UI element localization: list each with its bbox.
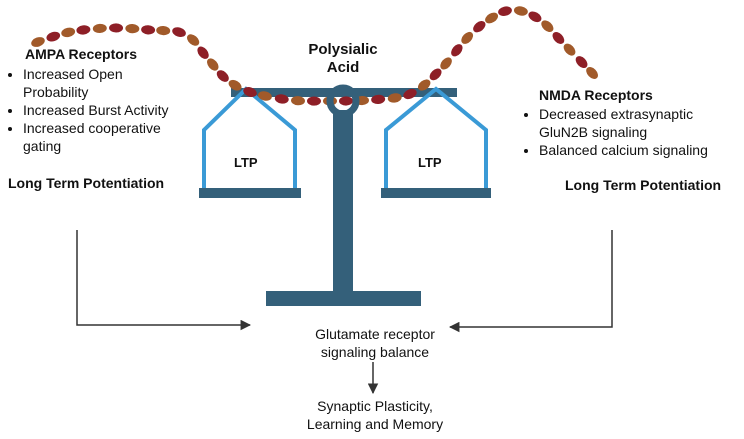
sugar-bead [125,24,140,34]
sugar-bead [172,27,186,37]
pivot-ring [326,84,360,118]
right-pan-frame [384,86,488,192]
nmda-bullet-2: Balanced calcium signaling [539,141,744,159]
sugar-bead [46,31,61,42]
nmda-title: NMDA Receptors [539,87,653,103]
sugar-bead [156,25,171,36]
polysialic-acid-chain [31,6,598,106]
sugar-bead [541,20,554,33]
balance-label: Glutamate receptor signaling balance [265,325,485,361]
sugar-bead [473,20,486,33]
outcome-label-line2: Learning and Memory [306,416,444,432]
sugar-bead [274,94,289,104]
sugar-bead [109,23,124,33]
left-pan-frame [202,86,297,192]
sugar-bead [451,44,463,57]
sugar-bead [552,31,565,44]
sugar-bead [563,43,576,56]
left-arrow [76,230,252,331]
right-pan-base [381,188,491,198]
sugar-bead [440,57,452,70]
sugar-bead [339,96,353,106]
scale-post [333,110,353,300]
left-pan-base [199,188,301,198]
sugar-bead [586,67,598,79]
balance-label-line1: Glutamate receptor [315,326,435,342]
sugar-bead [141,25,156,35]
sugar-bead [485,12,499,24]
sugar-bead [92,23,107,34]
sugar-bead [61,27,76,38]
center-label-line1: Polysialic [308,41,378,58]
sugar-bead [307,96,321,106]
sugar-bead [216,70,229,82]
right-arrow [448,230,613,333]
ampa-bullet-2: Increased Burst Activity [23,101,183,119]
sugar-bead [513,6,528,16]
left-footer-label: Long Term Potentiation [8,175,165,191]
balance-label-line2: signaling balance [320,344,430,360]
center-label-line2: Acid [326,59,360,76]
outcome-label: Synaptic Plasticity, Learning and Memory [255,397,495,433]
scale-beam [231,88,457,97]
sugar-bead [291,96,305,106]
sugar-bead [461,31,474,44]
sugar-bead [403,88,417,100]
sugar-bead [417,79,431,91]
ampa-bullet-3: Increased cooperative gating [23,119,183,155]
outcome-label-line1: Synaptic Plasticity, [317,398,433,414]
sugar-bead [258,91,272,101]
sugar-bead [228,79,242,91]
sugar-bead [187,34,200,46]
sugar-bead [76,25,91,35]
sugar-bead [197,46,209,59]
sugar-bead [243,87,257,97]
nmda-bullet-1: Decreased extrasynaptic GluN2B signaling [539,105,729,141]
ampa-bullet-list: Increased Open Probability Increased Bur… [3,65,183,155]
right-footer-label: Long Term Potentiation [565,177,722,193]
sugar-bead [31,37,45,47]
left-pan-label: LTP [234,155,258,170]
sugar-bead [371,94,386,105]
sugar-bead [575,56,588,69]
sugar-bead [498,6,512,16]
right-pan-label: LTP [418,155,442,170]
ampa-title: AMPA Receptors [25,46,138,62]
nmda-bullet-list: Decreased extrasynaptic GluN2B signaling… [519,105,744,159]
sugar-bead [528,11,542,23]
sugar-bead [207,58,219,71]
ampa-bullet-1: Increased Open Probability [23,65,163,101]
polysialic-acid-label: Polysialic Acid [293,41,393,77]
scale-base [266,291,421,306]
sugar-bead [429,68,442,81]
sugar-bead [387,93,402,103]
